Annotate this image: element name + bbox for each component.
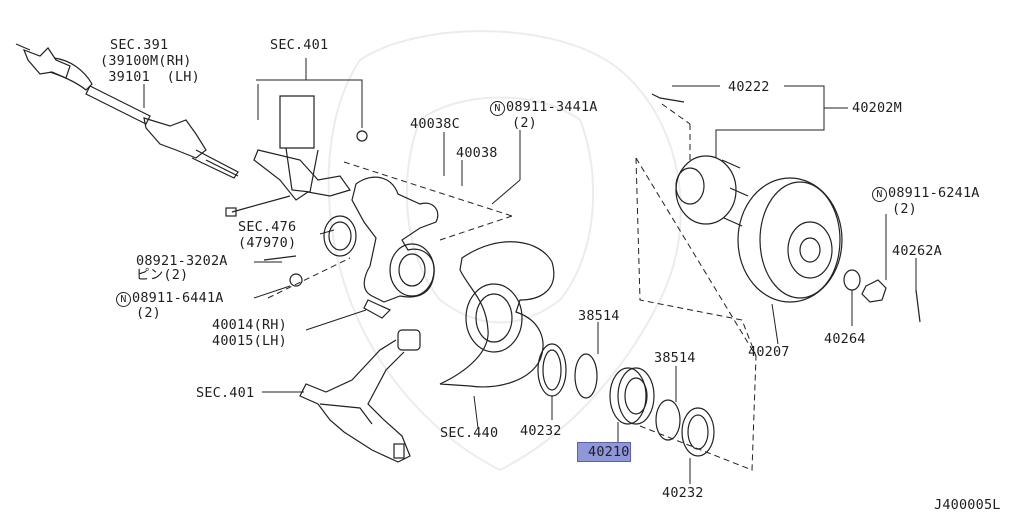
highlight-40210[interactable] [577,442,631,462]
label-sec440: SEC.440 [440,425,499,441]
label-40264: 40264 [824,331,866,347]
n-mark-icon: N [116,292,131,307]
label-39101-lh: 39101 (LH) [100,69,200,85]
label-40210[interactable]: 40210 [588,444,630,460]
assembly-dashed-lines [267,103,757,471]
diagram-code: J400005L [934,497,1001,513]
label-qty-2-c: (2) [892,201,917,217]
splash-shield [439,241,555,388]
label-pin-2: ピン(2) [136,267,189,283]
label-47970: (47970) [238,235,297,251]
label-40014-rh: 40014(RH) [212,317,287,333]
n-mark-icon: N [872,187,887,202]
label-40038c: 40038C [410,116,460,132]
label-08921-3202a: 08921-3202A [136,253,228,269]
steering-knuckle [263,176,439,319]
label-39100m-rh: (39100M(RH) [100,53,192,69]
label-40202m: 40202M [852,100,902,116]
label-sec401-bottom: SEC.401 [196,385,255,401]
label-40038: 40038 [456,145,498,161]
label-40015-lh: 40015(LH) [212,333,287,349]
label-38514-a: 38514 [578,308,620,324]
label-sec401-top: SEC.401 [270,37,329,53]
hub-and-rotor [651,93,921,323]
label-40262a: 40262A [892,243,942,259]
label-sec391: SEC.391 [110,37,169,53]
label-38514-b: 38514 [654,350,696,366]
label-40222: 40222 [728,79,770,95]
label-40207: 40207 [748,344,790,360]
lower-control-arm [299,329,421,463]
leader-lines [143,58,917,484]
n-mark-icon: N [490,101,505,116]
label-qty-2-b: (2) [136,305,161,321]
label-qty-2-a: (2) [512,115,537,131]
label-sec476: SEC.476 [238,219,297,235]
drive-shaft [15,43,239,179]
strut-assembly [225,95,368,217]
watermark [327,30,682,472]
label-40232-b: 40232 [662,485,704,501]
label-40232-a: 40232 [520,423,562,439]
